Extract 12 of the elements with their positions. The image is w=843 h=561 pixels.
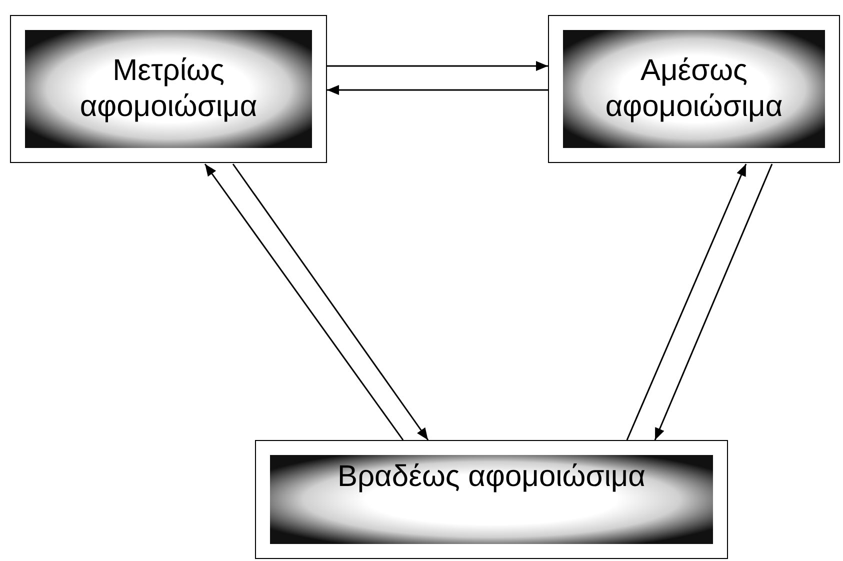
arrow: [232, 164, 429, 440]
arrow: [626, 164, 747, 440]
box-label: Βραδέως αφομοιώσιμα: [337, 459, 646, 495]
box-label: Αμέσως αφομοιώσιμα: [604, 53, 784, 125]
arrow: [204, 164, 404, 440]
arrow: [654, 164, 773, 440]
process-box: [10, 15, 327, 163]
arrow: [327, 61, 548, 71]
arrow: [327, 85, 548, 95]
process-box: [255, 440, 728, 559]
box-label: Μετρίως αφομοιώσιμα: [78, 53, 258, 125]
process-box: [548, 15, 840, 163]
